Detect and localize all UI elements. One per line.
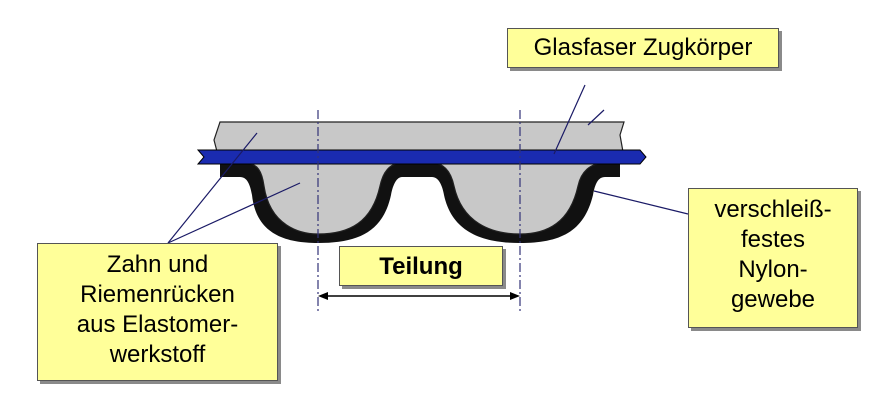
label-tooth-elastomer: Zahn und Riemenrücken aus Elastomer- wer…: [37, 243, 278, 381]
label-nylon-line-4: gewebe: [730, 286, 816, 313]
label-pitch-text: Teilung: [379, 253, 463, 280]
label-nylon-fabric: verschleiß- festes Nylon- gewebe: [688, 188, 858, 328]
leader-glasfaser-2: [587, 109, 605, 126]
leader-zahn-2: [167, 182, 301, 244]
label-nylon-line-3: Nylon-: [738, 256, 808, 283]
tension-member: [196, 149, 647, 165]
label-tooth-line-4: werkstoff: [109, 341, 206, 368]
label-nylon-line-1: verschleiß-: [714, 196, 832, 223]
label-pitch: Teilung: [339, 246, 503, 286]
label-tooth-line-3: aus Elastomer-: [76, 311, 239, 338]
label-glass-fiber-text: Glasfaser Zugkörper: [533, 34, 753, 61]
leader-nylon: [593, 190, 689, 215]
label-tooth-line-2: Riemenrücken: [80, 281, 235, 308]
label-tooth-line-1: Zahn und: [106, 251, 209, 278]
leader-glasfaser-1: [553, 84, 586, 155]
label-glass-fiber: Glasfaser Zugkörper: [507, 28, 779, 68]
leader-zahn-1: [167, 132, 258, 244]
label-nylon-line-2: festes: [740, 226, 806, 253]
pitch-arrowhead-right: [510, 292, 520, 300]
pitch-arrowhead-left: [318, 292, 328, 300]
